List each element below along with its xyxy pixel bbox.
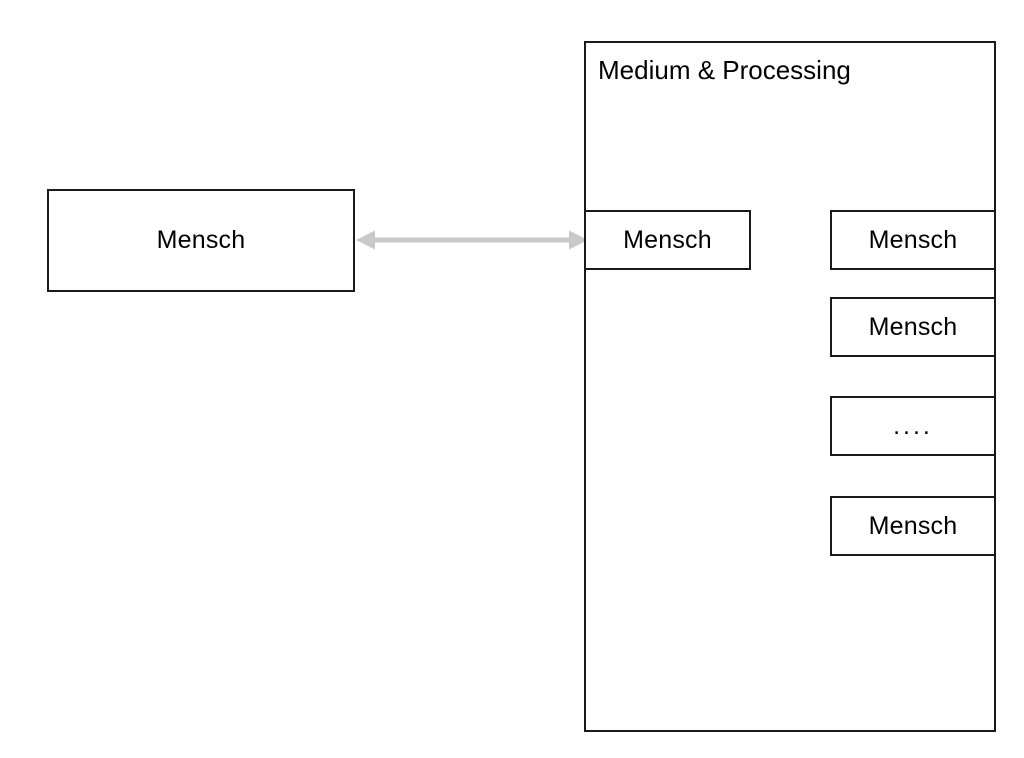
- bidirectional-arrow-icon: [356, 230, 588, 250]
- stack-box-ellipsis[interactable]: ....: [830, 396, 996, 456]
- stack-box-2-label: Mensch: [868, 312, 958, 341]
- bidirectional-arrow: [356, 225, 588, 255]
- stack-box-last[interactable]: Mensch: [830, 496, 996, 556]
- stack-box-1-label: Mensch: [868, 225, 958, 254]
- human-left-box[interactable]: Mensch: [47, 189, 355, 292]
- medium-processing-container[interactable]: Medium & Processing: [584, 41, 996, 732]
- stack-box-1[interactable]: Mensch: [830, 210, 996, 270]
- human-inner-label: Mensch: [623, 225, 712, 254]
- human-left-label: Mensch: [156, 226, 246, 254]
- stack-box-2[interactable]: Mensch: [830, 297, 996, 357]
- medium-processing-title: Medium & Processing: [598, 55, 851, 85]
- stack-box-last-label: Mensch: [868, 511, 958, 540]
- stack-box-ellipsis-label: ....: [893, 411, 933, 440]
- human-inner-box[interactable]: Mensch: [584, 210, 751, 270]
